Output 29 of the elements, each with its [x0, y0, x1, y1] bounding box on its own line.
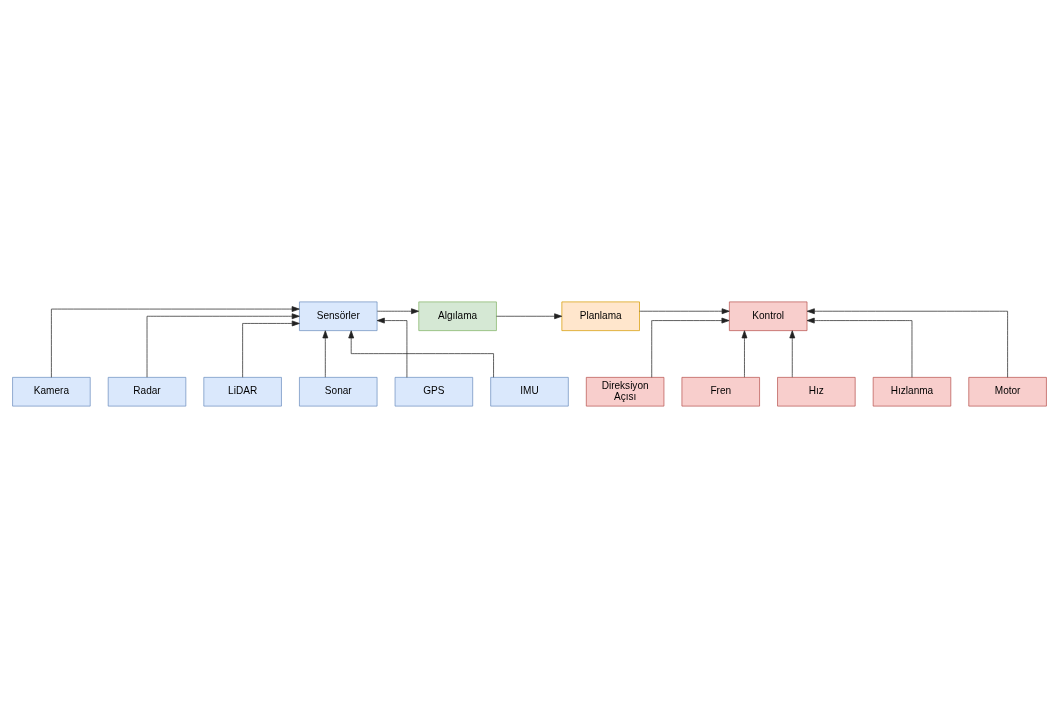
node-box: Direksiyon Açısı [585, 376, 665, 406]
node-box: Planlama [561, 301, 640, 331]
arrow [146, 312, 300, 378]
arrow [348, 329, 494, 378]
node-box: Hızlanma [872, 376, 952, 406]
node-box: GPS [394, 376, 474, 406]
arrow [789, 329, 796, 378]
arrow [806, 307, 1008, 378]
arrow [376, 307, 419, 314]
node-box: Fren [681, 376, 760, 406]
arrow [496, 312, 563, 319]
node-box: Radar [107, 376, 187, 406]
node-box: Sonar [299, 376, 378, 406]
node-box: Kamera [12, 376, 91, 406]
node-box: Kontrol [729, 301, 808, 331]
arrow [651, 317, 730, 378]
node-box: Motor [968, 376, 1047, 406]
arrow [741, 329, 748, 378]
arrow [806, 317, 913, 378]
node-box: Algılama [418, 301, 497, 331]
node-box: IMU [490, 376, 569, 406]
arrow [51, 305, 300, 378]
node-box: LiDAR [203, 376, 282, 406]
node-box: Hız [777, 376, 856, 406]
arrow [376, 317, 408, 378]
arrow [322, 329, 329, 378]
arrow [242, 320, 300, 378]
node-box: Sensörler [299, 301, 378, 331]
arrow [639, 307, 730, 314]
